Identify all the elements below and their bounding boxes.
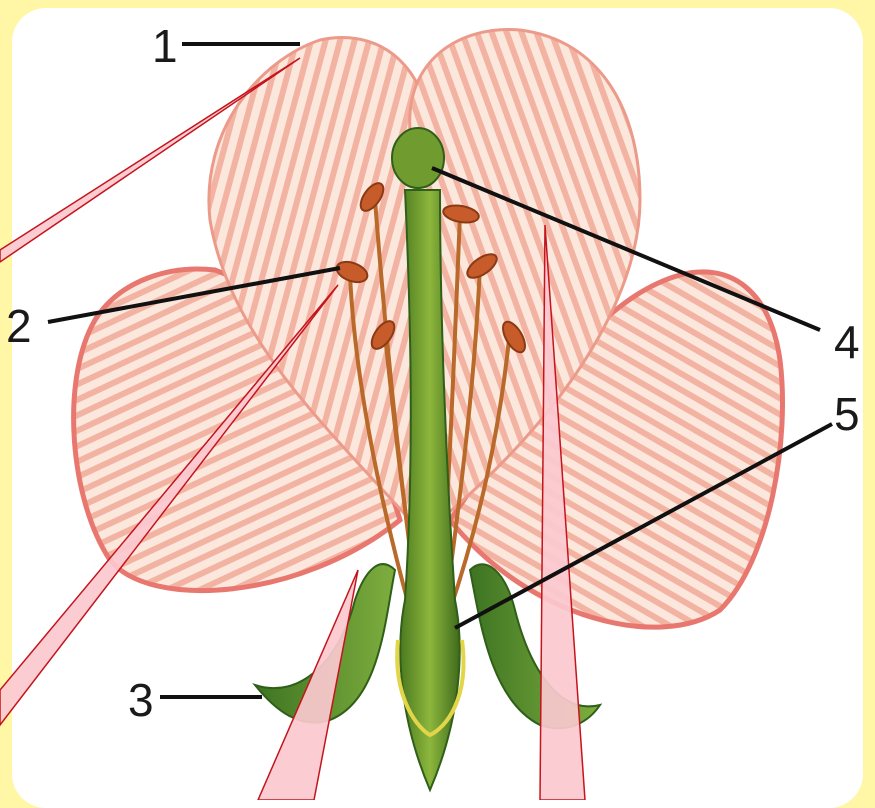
label-2: 2 xyxy=(6,300,32,352)
label-3: 3 xyxy=(128,674,154,726)
label-1: 1 xyxy=(152,20,178,72)
label-5: 5 xyxy=(834,388,860,440)
stigma-shape xyxy=(392,128,444,188)
label-4: 4 xyxy=(834,316,860,368)
